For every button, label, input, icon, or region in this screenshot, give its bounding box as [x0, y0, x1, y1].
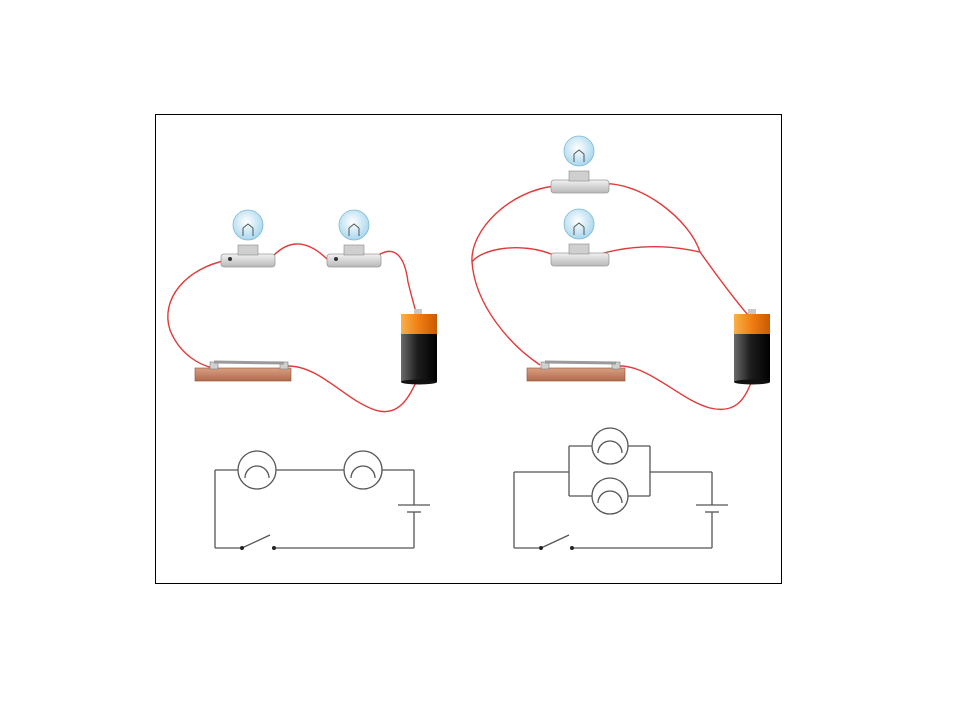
lamp-symbol — [343, 450, 383, 490]
wire-series-2 — [267, 243, 331, 263]
light-bulb-icon — [220, 209, 276, 268]
parallel-circuit-schematic — [513, 427, 728, 550]
light-bulb-icon — [550, 208, 610, 267]
wire-parallel-2 — [471, 247, 557, 263]
lamp-symbol — [591, 427, 629, 465]
wire-series-1 — [167, 259, 229, 369]
knife-switch-icon — [526, 360, 626, 382]
series-circuit-pictorial — [167, 209, 437, 413]
figure-frame — [155, 114, 782, 584]
switch-symbol — [540, 534, 570, 549]
lamp-symbol — [591, 477, 629, 515]
switch-symbol — [241, 534, 271, 549]
knife-switch-icon — [194, 360, 292, 382]
wire-parallel-4 — [599, 246, 701, 255]
battery-icon — [734, 309, 770, 385]
lamp-symbol — [237, 450, 277, 490]
wire-series-4 — [287, 365, 419, 413]
wire-parallel-3 — [599, 183, 749, 316]
light-bulb-icon — [550, 135, 610, 194]
series-circuit-schematic — [214, 450, 430, 550]
light-bulb-icon — [326, 209, 382, 268]
parallel-circuit-pictorial — [471, 135, 770, 410]
wire-parallel-5 — [619, 365, 753, 410]
battery-icon — [401, 309, 437, 385]
wire-parallel-1 — [471, 185, 557, 366]
